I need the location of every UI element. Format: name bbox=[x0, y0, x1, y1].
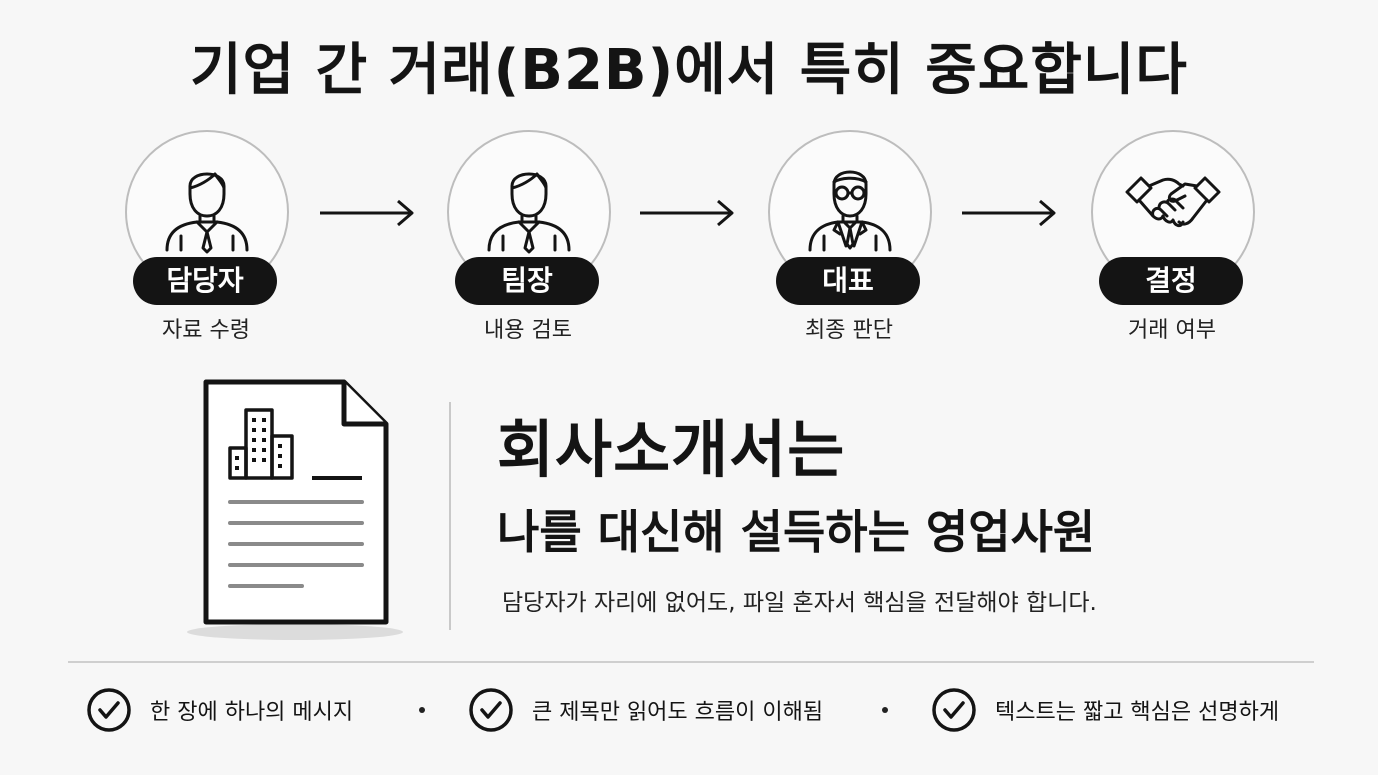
headline-description: 담당자가 자리에 없어도, 파일 혼자서 핵심을 전달해야 합니다. bbox=[502, 590, 1097, 616]
arrow-right-icon bbox=[962, 199, 1056, 227]
company-brochure-document-icon bbox=[187, 379, 403, 640]
arrow-right-icon bbox=[320, 199, 414, 227]
check-circle-icon bbox=[469, 688, 513, 732]
divider bbox=[68, 661, 1314, 663]
building-icon bbox=[228, 408, 294, 480]
step-ceo: 대표 최종 판단 bbox=[759, 130, 939, 360]
headline-primary: 회사소개서는 bbox=[497, 413, 846, 486]
headline-secondary: 나를 대신해 설득하는 영업사원 bbox=[497, 505, 1096, 559]
arrow-right-icon bbox=[640, 199, 734, 227]
person-icon bbox=[165, 172, 249, 254]
tip-item: 큰 제목만 읽어도 흐름이 이해됨 bbox=[468, 686, 823, 734]
tip-text: 한 장에 하나의 메시지 bbox=[150, 700, 354, 725]
tip-item: 텍스트는 짧고 핵심은 선명하게 bbox=[931, 686, 1279, 734]
check-circle-icon bbox=[87, 688, 131, 732]
tip-text: 텍스트는 짧고 핵심은 선명하게 bbox=[995, 700, 1280, 725]
step-label-pill: 팀장 bbox=[455, 257, 599, 305]
step-label-pill: 대표 bbox=[776, 257, 920, 305]
step-staff: 담당자 자료 수령 bbox=[116, 130, 296, 360]
step-decision: 결정 거래 여부 bbox=[1082, 130, 1262, 360]
bullet-separator bbox=[419, 707, 425, 713]
check-circle-icon bbox=[932, 688, 976, 732]
bullet-separator bbox=[882, 707, 888, 713]
tip-item: 한 장에 하나의 메시지 bbox=[86, 686, 353, 734]
tip-text: 큰 제목만 읽어도 흐름이 이해됨 bbox=[532, 700, 824, 725]
executive-icon bbox=[808, 170, 892, 252]
step-caption: 자료 수령 bbox=[162, 318, 250, 343]
step-caption: 거래 여부 bbox=[1128, 318, 1216, 343]
handshake-icon bbox=[1125, 176, 1221, 228]
step-caption: 내용 검토 bbox=[484, 318, 572, 343]
person-icon bbox=[487, 172, 571, 254]
step-team-lead: 팀장 내용 검토 bbox=[438, 130, 618, 360]
step-label-pill: 담당자 bbox=[133, 257, 277, 305]
divider bbox=[449, 402, 451, 630]
page-title: 기업 간 거래(B2B)에서 특히 중요합니다 bbox=[190, 38, 1188, 103]
step-label-pill: 결정 bbox=[1099, 257, 1243, 305]
step-caption: 최종 판단 bbox=[805, 318, 893, 343]
